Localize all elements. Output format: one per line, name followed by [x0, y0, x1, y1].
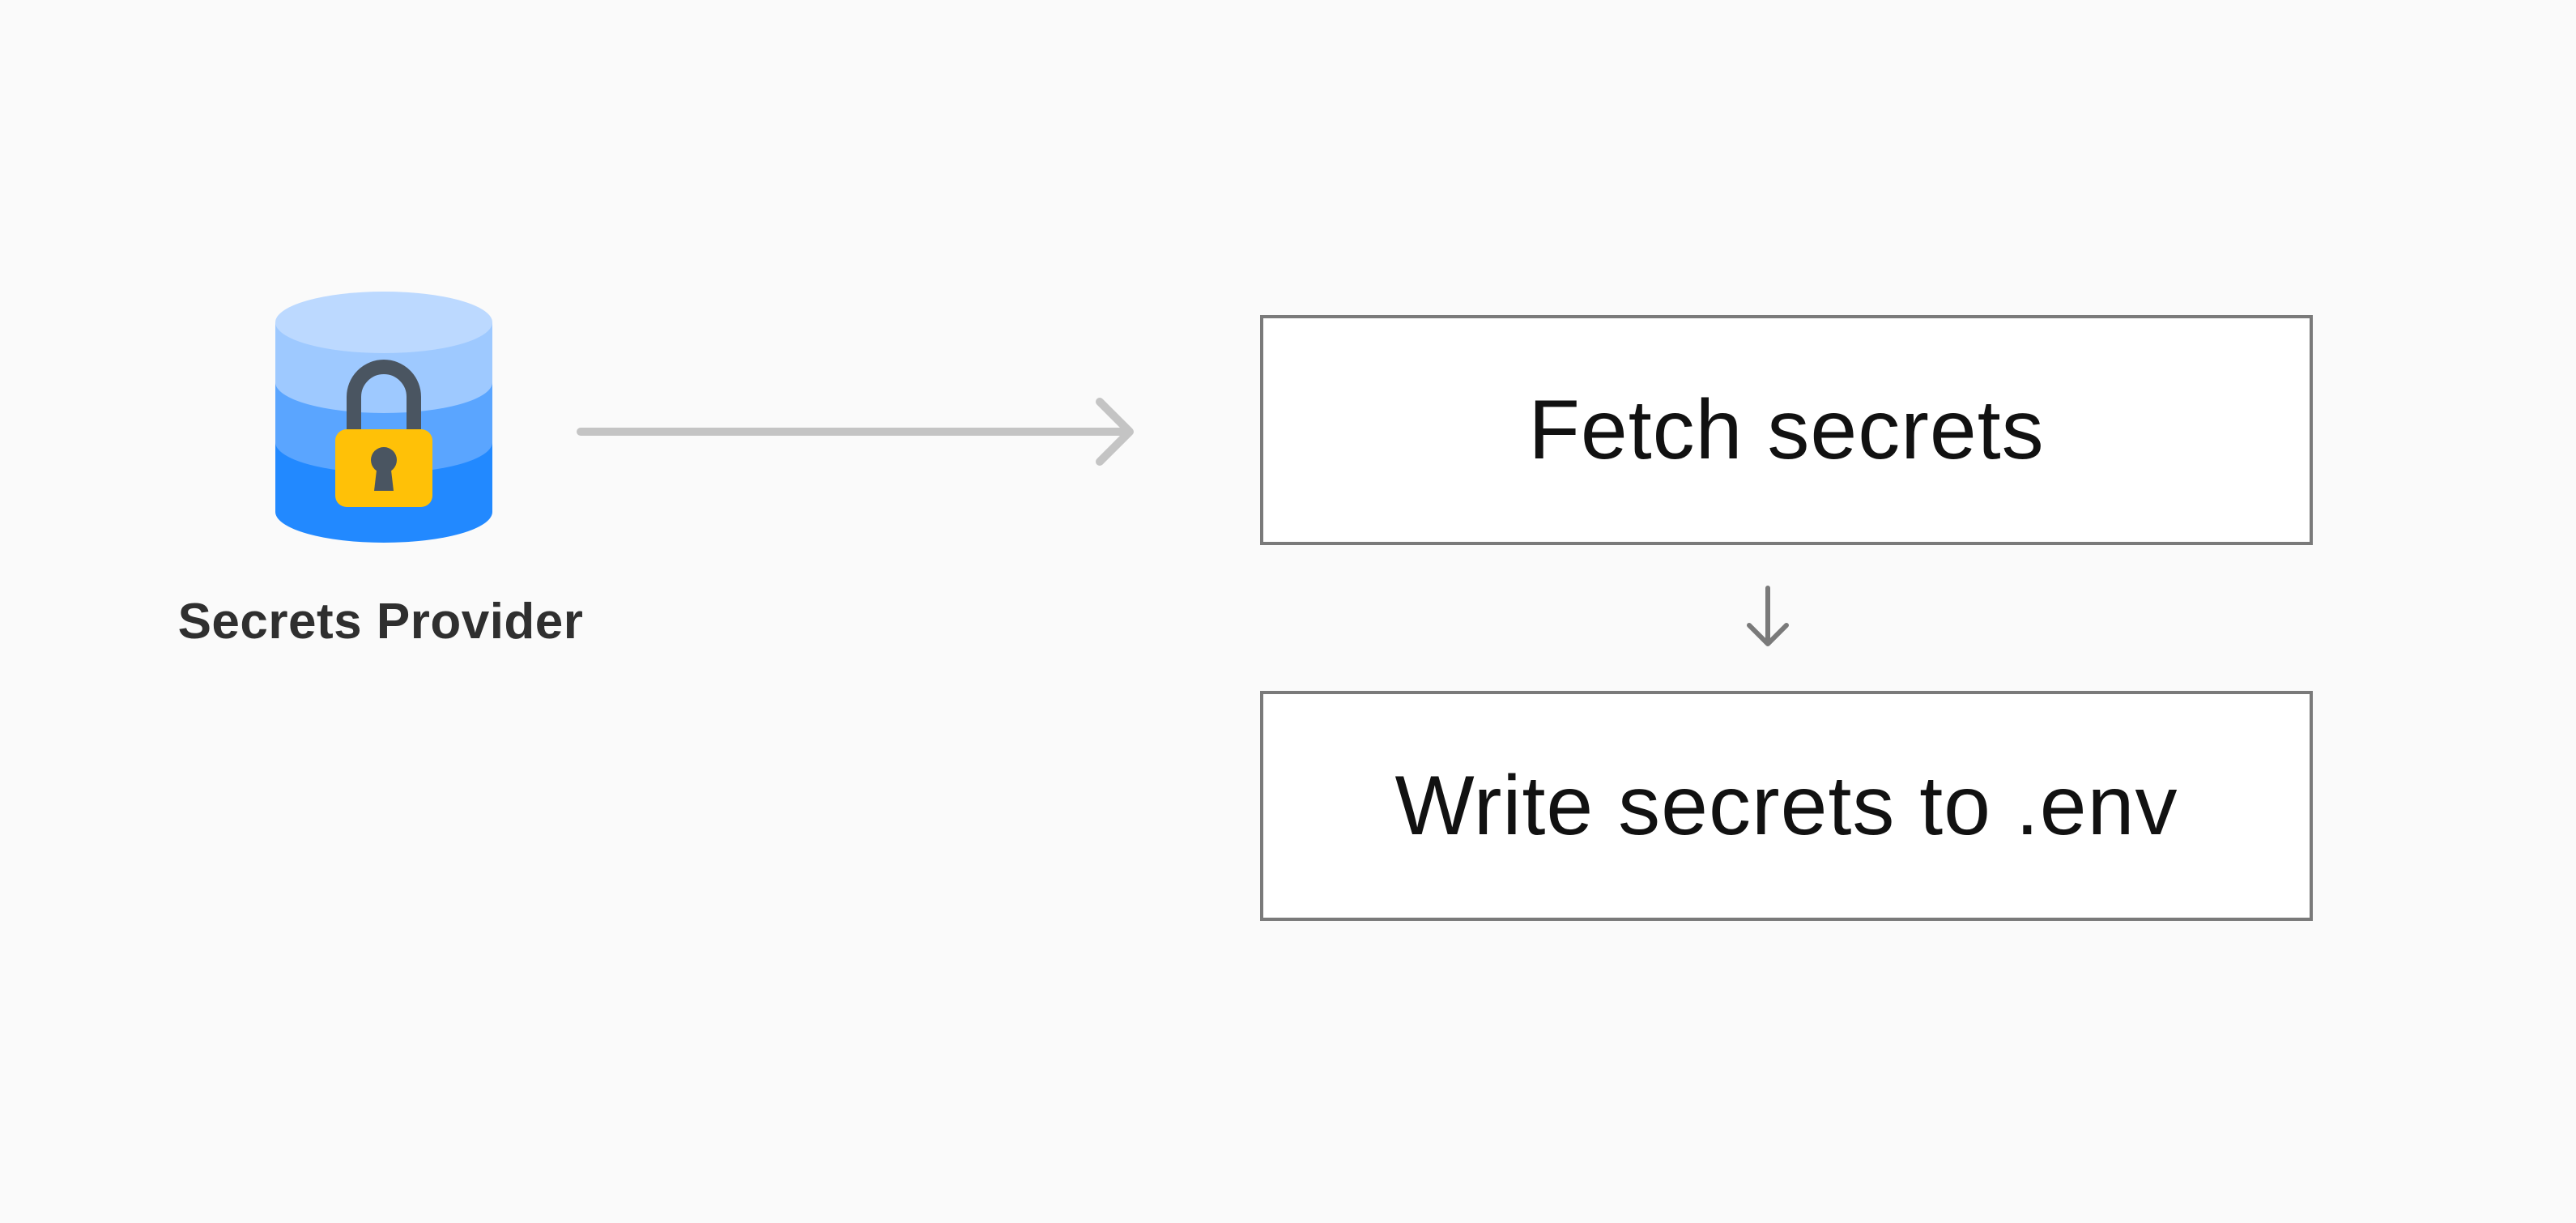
- locked-database-icon: [275, 292, 492, 543]
- write-env-step: Write secrets to .env: [1260, 691, 2313, 921]
- fetch-to-write-arrow: [1747, 586, 1789, 646]
- provider-to-fetch-arrow: [577, 398, 1134, 466]
- fetch-secrets-step: Fetch secrets: [1260, 315, 2313, 545]
- secrets-provider-label: Secrets Provider: [177, 594, 584, 650]
